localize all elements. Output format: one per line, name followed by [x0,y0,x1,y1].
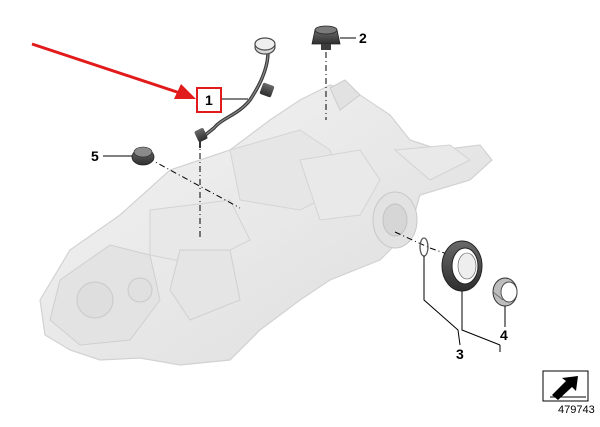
callout-5: 5 [91,148,99,164]
callout-4: 4 [500,327,508,343]
highlight-arrow [31,42,196,99]
breather-cap-part [311,25,341,50]
arrow-symbol-icon [542,370,589,402]
callout-1: 1 [196,87,222,113]
transmission-housing [39,79,493,366]
bracket-lines [423,256,506,352]
plug-part [131,146,155,166]
sensor-cable-part [194,37,276,148]
shaft-seal-part [419,237,483,292]
callout-3: 3 [456,346,464,362]
diagram-reference-number: 479743 [558,404,595,416]
callout-2: 2 [359,30,367,46]
sleeve-ring-part [492,277,518,307]
callout-1-label: 1 [205,92,213,108]
